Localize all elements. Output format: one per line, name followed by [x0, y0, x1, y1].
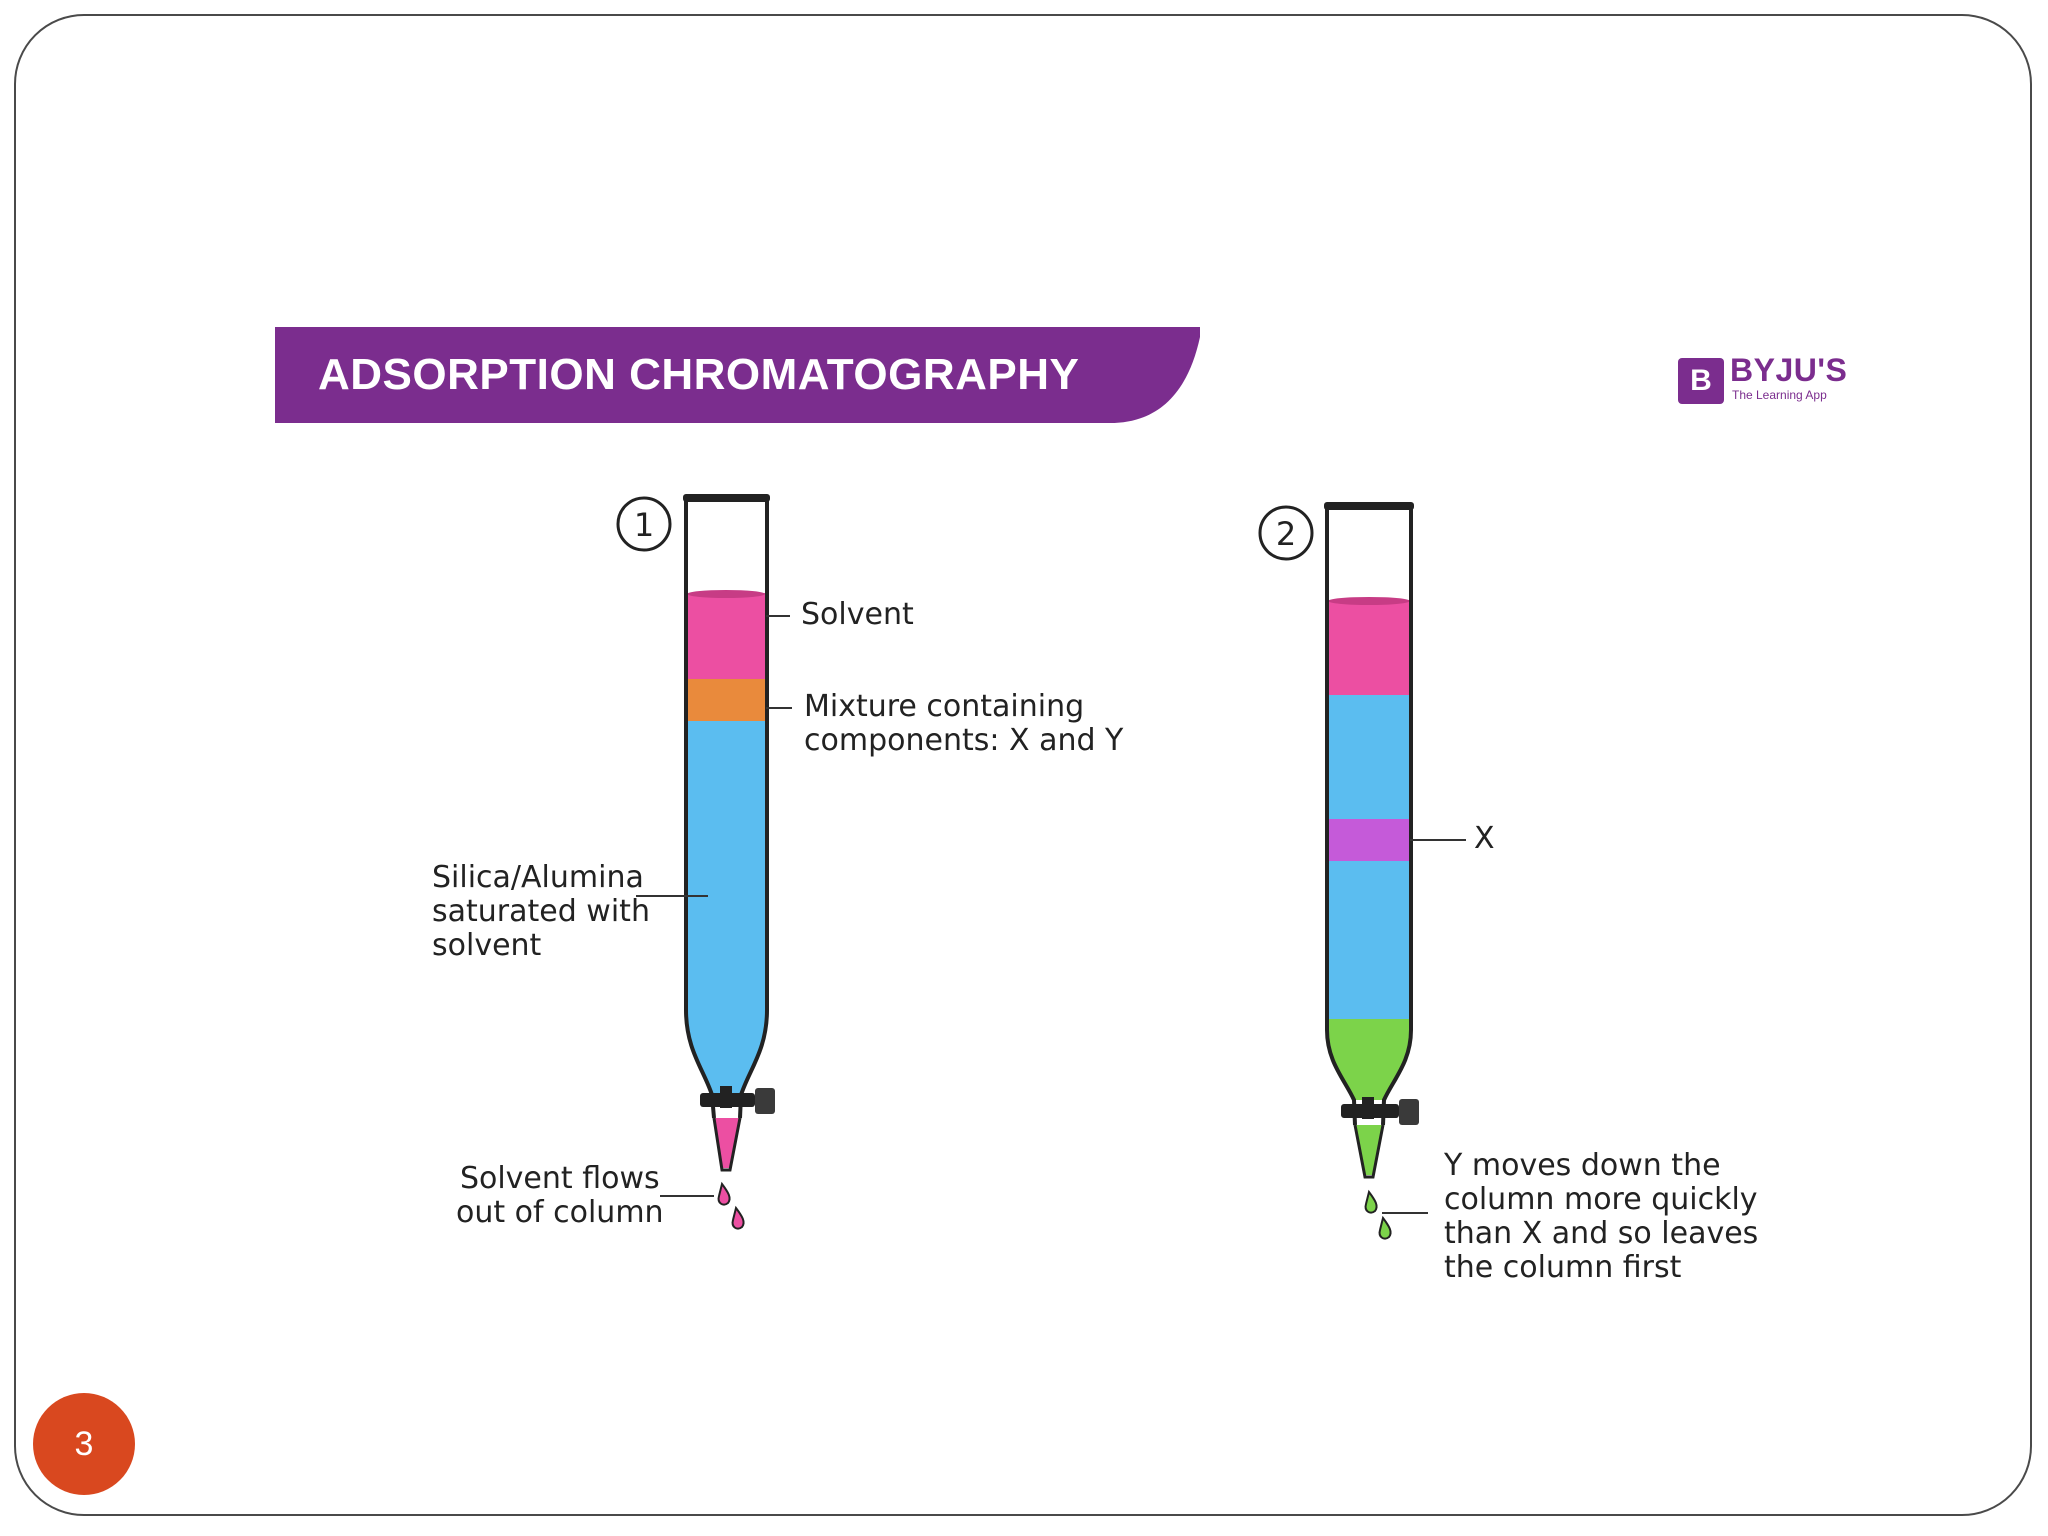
solvent-2-top-edge	[1328, 597, 1410, 605]
title-banner: ADSORPTION CHROMATOGRAPHY	[275, 327, 1200, 423]
label-silica: Silica/Alumina saturated with solvent	[432, 860, 650, 963]
step-1-number: 1	[634, 506, 654, 544]
column-2-tip	[1355, 1125, 1383, 1175]
silica-layer	[687, 721, 766, 1095]
label-solvent: Solvent	[801, 597, 914, 632]
logo-name: BYJU'S	[1730, 352, 1848, 388]
column-2: 2	[1258, 502, 1466, 1240]
column-1-glass	[684, 498, 769, 1119]
stopcock-1-knob	[755, 1088, 775, 1114]
component-y-drop-2	[1378, 1215, 1392, 1240]
silica-lower	[1328, 861, 1410, 1019]
solvent-drop-2	[731, 1205, 745, 1230]
logo-mark-letter: B	[1690, 364, 1712, 397]
stopcock-2-stem	[1362, 1097, 1374, 1119]
slide-frame	[14, 14, 2032, 1516]
column-2-rim	[1324, 502, 1414, 510]
step-1-circle	[616, 496, 672, 552]
title-banner-shape	[275, 327, 1200, 423]
solvent-drop-1	[717, 1181, 731, 1206]
silica-upper	[1328, 695, 1410, 819]
column-1-tip-outline	[712, 1117, 742, 1172]
solvent-layer-2	[1328, 600, 1410, 695]
page-number-badge: 3	[33, 1393, 135, 1495]
logo-mark: B	[1678, 358, 1724, 404]
component-y-drop-1	[1364, 1189, 1378, 1214]
column-1-rim	[683, 494, 770, 502]
page-title: ADSORPTION CHROMATOGRAPHY	[318, 350, 1080, 399]
stopcock-2-knob	[1399, 1099, 1419, 1125]
component-y-band	[1328, 1019, 1410, 1100]
component-x-band	[1328, 819, 1410, 861]
column-2-tip-outline	[1353, 1124, 1385, 1179]
solvent-top-edge	[687, 590, 765, 598]
label-outflow-1: Solvent flows out of column	[456, 1161, 664, 1230]
mixture-layer	[687, 679, 766, 721]
logo-tagline: The Learning App	[1732, 388, 1827, 402]
step-2-number: 2	[1276, 515, 1296, 553]
label-outflow-2: Y moves down the column more quickly tha…	[1444, 1148, 1759, 1285]
solvent-layer	[687, 593, 766, 679]
stopcock-1-stem	[720, 1086, 732, 1108]
step-2-circle	[1258, 505, 1314, 561]
label-mixture: Mixture containing components: X and Y	[804, 689, 1124, 758]
column-2-glass	[1325, 506, 1413, 1126]
label-x: X	[1474, 821, 1495, 856]
column-1: 1	[616, 494, 792, 1230]
